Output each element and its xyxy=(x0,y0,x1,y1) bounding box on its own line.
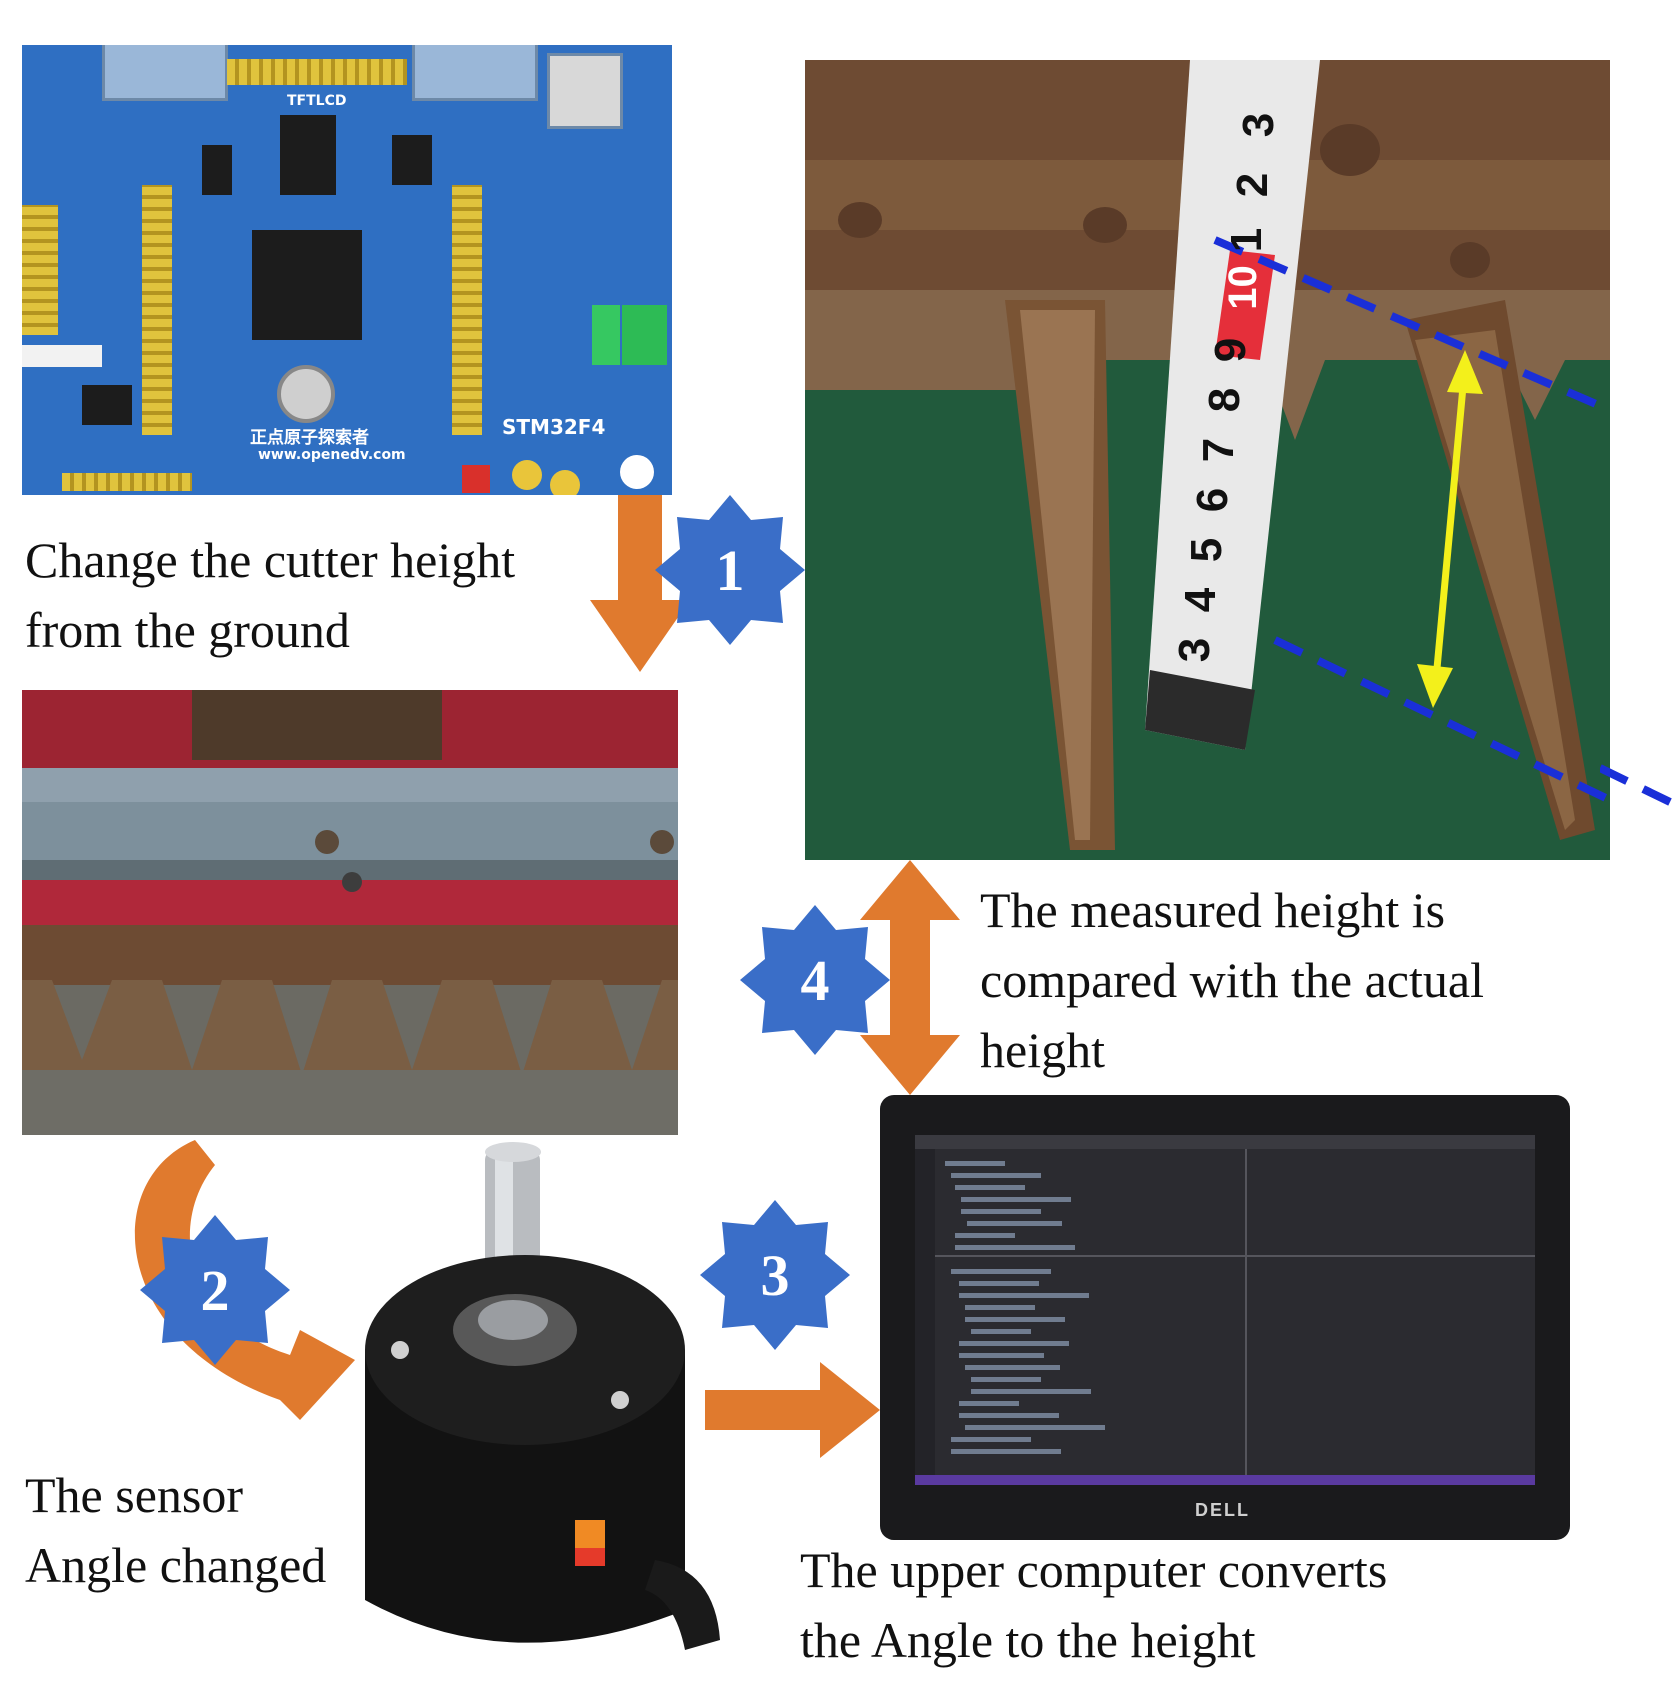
step-badge-4: 4 xyxy=(740,905,890,1055)
star-badge-icon xyxy=(700,1200,850,1350)
laptop-screen xyxy=(915,1135,1535,1485)
code-line xyxy=(951,1437,1031,1442)
code-line xyxy=(959,1281,1039,1286)
header-pins xyxy=(62,473,192,491)
caption-line: from the ground xyxy=(25,602,350,658)
caption-line: the Angle to the height xyxy=(800,1612,1256,1668)
star-badge-icon xyxy=(655,495,805,645)
step-number: 2 xyxy=(200,1257,230,1323)
code-line xyxy=(961,1197,1071,1202)
arrow-step-4 xyxy=(860,860,960,1095)
logo-circle xyxy=(620,455,654,489)
code-line xyxy=(951,1173,1041,1178)
button-yellow xyxy=(512,460,542,490)
button-yellow xyxy=(550,470,580,495)
code-line xyxy=(959,1293,1089,1298)
laptop-brand: DELL xyxy=(1195,1500,1250,1520)
control-board-photo: TFTLCD 正点原子探索者 www.openedv.com STM32F4 xyxy=(22,45,672,495)
pane-divider xyxy=(1245,1149,1247,1475)
code-line xyxy=(959,1341,1069,1346)
header-pins xyxy=(142,185,172,435)
terminal-block xyxy=(592,305,620,365)
arrow-step-3 xyxy=(705,1362,880,1458)
angle-sensor-photo xyxy=(355,1140,725,1660)
header-pins xyxy=(227,59,407,85)
code-line xyxy=(971,1329,1031,1334)
code-line xyxy=(965,1365,1060,1370)
code-line xyxy=(955,1233,1015,1238)
star-badge-icon xyxy=(140,1215,290,1365)
code-line xyxy=(971,1389,1091,1394)
code-line xyxy=(959,1401,1019,1406)
board-brand: 正点原子探索者 xyxy=(250,428,369,448)
title-bar xyxy=(915,1135,1535,1149)
step-badge-1: 1 xyxy=(655,495,805,645)
status-bar xyxy=(915,1475,1535,1485)
code-line xyxy=(955,1245,1075,1250)
caption-line: compared with the actual xyxy=(980,952,1484,1008)
code-line xyxy=(951,1269,1051,1274)
memory-chip xyxy=(280,115,336,195)
chip xyxy=(392,135,432,185)
height-measurement-photo: 3 2 1 10 9 8 7 6 5 4 3 xyxy=(805,60,1610,860)
chip xyxy=(82,385,132,425)
code-line xyxy=(961,1209,1041,1214)
code-line xyxy=(951,1449,1061,1454)
caption-step-2: The sensor Angle changed xyxy=(25,1460,326,1600)
code-line xyxy=(967,1221,1062,1226)
battery-holder xyxy=(277,365,335,423)
code-line xyxy=(945,1161,1005,1166)
caption-line: Angle changed xyxy=(25,1537,327,1593)
caption-line: The measured height is xyxy=(980,882,1446,938)
caption-line: The upper computer converts xyxy=(800,1542,1388,1598)
board-url: www.openedv.com xyxy=(258,447,406,463)
terminal-block xyxy=(622,305,667,365)
code-line xyxy=(959,1413,1059,1418)
serial-connector xyxy=(102,45,228,101)
lcd-label: TFTLCD xyxy=(287,93,347,109)
step-number: 1 xyxy=(715,537,745,603)
star-badge-icon xyxy=(740,905,890,1055)
serial-connector xyxy=(412,45,538,101)
header-pins xyxy=(452,185,482,435)
laptop-photo: DELL xyxy=(880,1095,1570,1540)
header-pins xyxy=(22,205,58,335)
step-number: 4 xyxy=(800,947,830,1013)
code-line xyxy=(965,1317,1065,1322)
pane-divider xyxy=(935,1255,1535,1257)
measurement-drawing xyxy=(805,60,1610,850)
editor-gutter xyxy=(915,1149,935,1475)
code-line xyxy=(955,1185,1025,1190)
caption-step-3: The upper computer converts the Angle to… xyxy=(800,1535,1387,1675)
step-number: 3 xyxy=(760,1242,790,1308)
sensor-drawing xyxy=(365,1142,720,1650)
chip xyxy=(202,145,232,195)
caption-line: height xyxy=(980,1022,1105,1078)
caption-step-1: Change the cutter height from the ground xyxy=(25,525,515,665)
caption-line: The sensor xyxy=(25,1467,243,1523)
arrow-step-2 xyxy=(134,1140,355,1420)
arrow-step-1 xyxy=(590,495,690,672)
cutter-bar-photo xyxy=(22,690,678,1135)
step-badge-2: 2 xyxy=(140,1215,290,1365)
board-model: STM32F4 xyxy=(502,415,606,439)
step-badge-3: 3 xyxy=(700,1200,850,1350)
code-line xyxy=(965,1305,1035,1310)
cutter-bar-drawing xyxy=(22,690,678,1135)
code-line xyxy=(959,1353,1044,1358)
caption-line: Change the cutter height xyxy=(25,532,516,588)
dashed-line-extension xyxy=(1600,764,1672,806)
caption-step-4: The measured height is compared with the… xyxy=(980,875,1484,1085)
mcu-chip xyxy=(252,230,362,340)
code-line xyxy=(965,1425,1105,1430)
white-label xyxy=(22,345,102,367)
code-line xyxy=(971,1377,1041,1382)
ethernet-port xyxy=(547,53,623,129)
button-red xyxy=(462,465,490,493)
